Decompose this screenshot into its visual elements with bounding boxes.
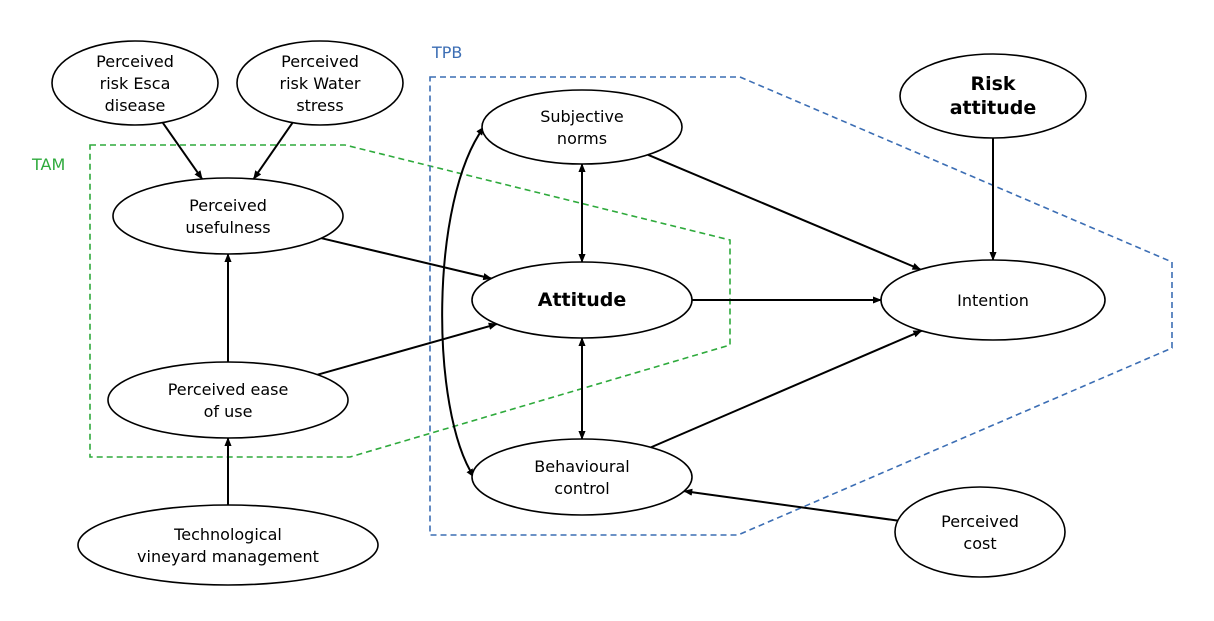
node-tech-mgmt-label-line: vineyard management <box>137 547 319 566</box>
node-risk-attitude-label-line: attitude <box>950 97 1037 119</box>
node-risk-water-label-line: Perceived <box>281 52 359 71</box>
node-usefulness-label-line: usefulness <box>185 218 270 237</box>
node-ease-of-use-label-line: Perceived ease <box>168 380 289 399</box>
tam-group-outline <box>89 144 731 458</box>
node-usefulness-ellipse <box>112 177 344 255</box>
node-intention-label-line: Intention <box>957 291 1029 310</box>
node-tech-mgmt-ellipse <box>77 504 379 586</box>
node-risk-esca-label-line: disease <box>105 96 166 115</box>
edges-layer <box>161 122 997 522</box>
node-subjective-norms: Subjective norms <box>481 89 683 165</box>
edge-risk-water-usefulness <box>252 122 294 180</box>
node-usefulness: Perceived usefulness <box>112 177 344 255</box>
node-subjective-norms-label-line: norms <box>557 129 607 148</box>
node-risk-attitude-ellipse <box>899 53 1087 139</box>
node-risk-esca-label-line: risk Esca <box>100 74 171 93</box>
edge-usefulness-attitude <box>321 237 493 281</box>
edge-ease-of-use-attitude <box>317 322 498 376</box>
tpb-group-outline <box>429 76 1173 536</box>
node-risk-water-ellipse <box>236 40 404 126</box>
node-perceived-cost-label-line: Perceived <box>941 512 1019 531</box>
node-attitude-label-line: Attitude <box>538 289 626 311</box>
node-ease-of-use-label-line: of use <box>204 402 253 421</box>
node-perceived-cost: Perceived cost <box>894 486 1066 578</box>
edge-risk-esca-usefulness <box>161 122 203 180</box>
node-intention: Intention <box>880 259 1106 341</box>
node-intention-ellipse <box>880 259 1106 341</box>
node-usefulness-label-line: Perceived <box>189 196 267 215</box>
node-tech-mgmt: Technological vineyard management <box>77 504 379 586</box>
edge-subjective-norms-intention <box>647 153 922 271</box>
node-risk-esca-ellipse <box>51 40 219 126</box>
node-behavioural-control-label-line: control <box>554 479 609 498</box>
tam-group-label: TAM <box>31 155 65 174</box>
node-behavioural-control-label-line: Behavioural <box>534 457 629 476</box>
edge-behavioural-control-intention <box>650 329 923 449</box>
node-risk-water: Perceived risk Water stress <box>236 40 404 126</box>
node-perceived-cost-ellipse <box>894 486 1066 578</box>
node-behavioural-control-ellipse <box>471 438 693 516</box>
node-subjective-norms-ellipse <box>481 89 683 165</box>
node-risk-attitude-label-line: Risk <box>970 73 1015 95</box>
node-risk-water-label-line: risk Water <box>279 74 360 93</box>
node-ease-of-use-ellipse <box>107 361 349 439</box>
node-attitude-ellipse <box>471 261 693 339</box>
node-risk-esca-label-line: Perceived <box>96 52 174 71</box>
node-perceived-cost-label-line: cost <box>963 534 996 553</box>
node-risk-esca: Perceived risk Esca disease <box>51 40 219 126</box>
tpb-group-label: TPB <box>431 43 462 62</box>
node-risk-water-label-line: stress <box>296 96 343 115</box>
node-subjective-norms-label-line: Subjective <box>540 107 624 126</box>
node-tech-mgmt-label-line: Technological <box>173 525 282 544</box>
node-ease-of-use: Perceived ease of use <box>107 361 349 439</box>
node-behavioural-control: Behavioural control <box>471 438 693 516</box>
node-attitude: Attitude <box>471 261 693 339</box>
edge-perceived-cost-behavioural-control <box>683 488 898 522</box>
edge-subjective-norms-behavioural-control <box>441 126 485 478</box>
